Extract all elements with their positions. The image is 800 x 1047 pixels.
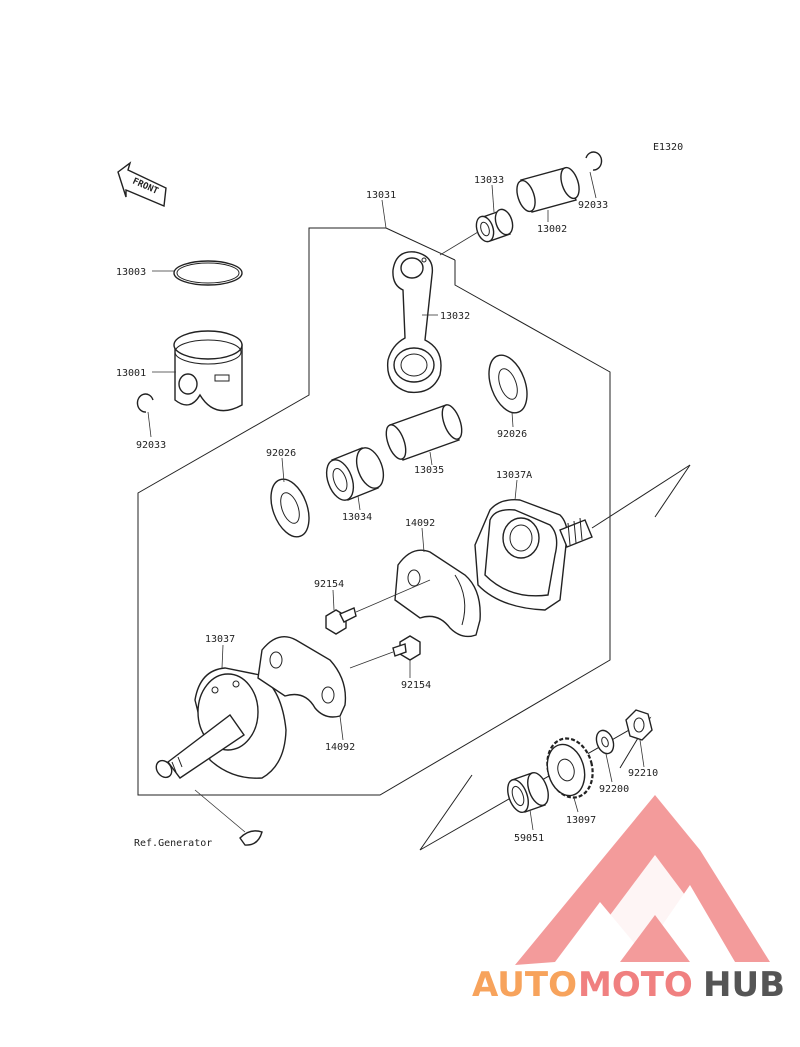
part-label: 92210 — [628, 768, 658, 779]
nut-92210 — [625, 709, 653, 741]
part-label: 13097 — [566, 815, 596, 826]
part-label: 13034 — [342, 512, 372, 523]
part-label: 13032 — [440, 311, 470, 322]
part-label: 13035 — [414, 465, 444, 476]
connecting-rod — [386, 251, 442, 394]
watermark-logo — [515, 795, 770, 965]
bolt-lower — [349, 635, 421, 669]
ref-generator-label: Ref.Generator — [134, 838, 212, 849]
watermark-wordmark: AUTO MOTO HUB — [472, 965, 785, 1005]
part-label: 13003 — [116, 267, 146, 278]
part-label: 13001 — [116, 368, 146, 379]
part-label: 13031 — [366, 190, 396, 201]
bolt-upper — [325, 579, 431, 635]
part-label: 13037A — [496, 470, 532, 481]
part-label: 92026 — [266, 448, 296, 459]
part-label: 92154 — [401, 680, 431, 691]
gear-13097 — [546, 737, 594, 799]
part-label: 92026 — [497, 429, 527, 440]
diagram-code: E1320 — [653, 142, 683, 153]
part-label: 59051 — [514, 833, 544, 844]
front-arrow-icon: FRONT — [117, 161, 167, 208]
crank-pin — [385, 404, 463, 461]
brand-moto: MOTO — [578, 965, 693, 1005]
part-label: 13033 — [474, 175, 504, 186]
washer-92200 — [595, 729, 615, 755]
part-label: 92033 — [136, 440, 166, 451]
brand-hub: HUB — [703, 965, 785, 1005]
piston-pin — [516, 166, 580, 213]
part-labels: 13031 13033 13002 92033 13003 13032 1300… — [116, 175, 658, 849]
thrust-washer-right — [488, 354, 528, 414]
part-label: 14092 — [325, 742, 355, 753]
big-end-bearing — [325, 447, 385, 501]
thrust-washer-left — [270, 478, 310, 538]
part-label: 14092 — [405, 518, 435, 529]
assembly-outline — [137, 227, 611, 796]
counterweight-right — [394, 549, 481, 638]
pin-clip — [585, 151, 603, 171]
part-label: 92200 — [599, 784, 629, 795]
part-label: 92154 — [314, 579, 344, 590]
piston-ring — [173, 260, 243, 286]
leader-lines — [147, 171, 645, 831]
brand-auto: AUTO — [472, 965, 577, 1005]
part-label: 13002 — [537, 224, 567, 235]
small-end-bearing — [475, 208, 514, 243]
generator-key-icon — [194, 789, 263, 846]
crankshaft-left — [155, 667, 287, 779]
piston-clip — [136, 393, 154, 413]
piston — [173, 330, 243, 412]
assembly-line — [439, 231, 479, 256]
crankshaft-right — [474, 464, 691, 611]
part-label: 92033 — [578, 200, 608, 211]
needle-bearing-59051 — [507, 772, 549, 813]
part-label: 13037 — [205, 634, 235, 645]
